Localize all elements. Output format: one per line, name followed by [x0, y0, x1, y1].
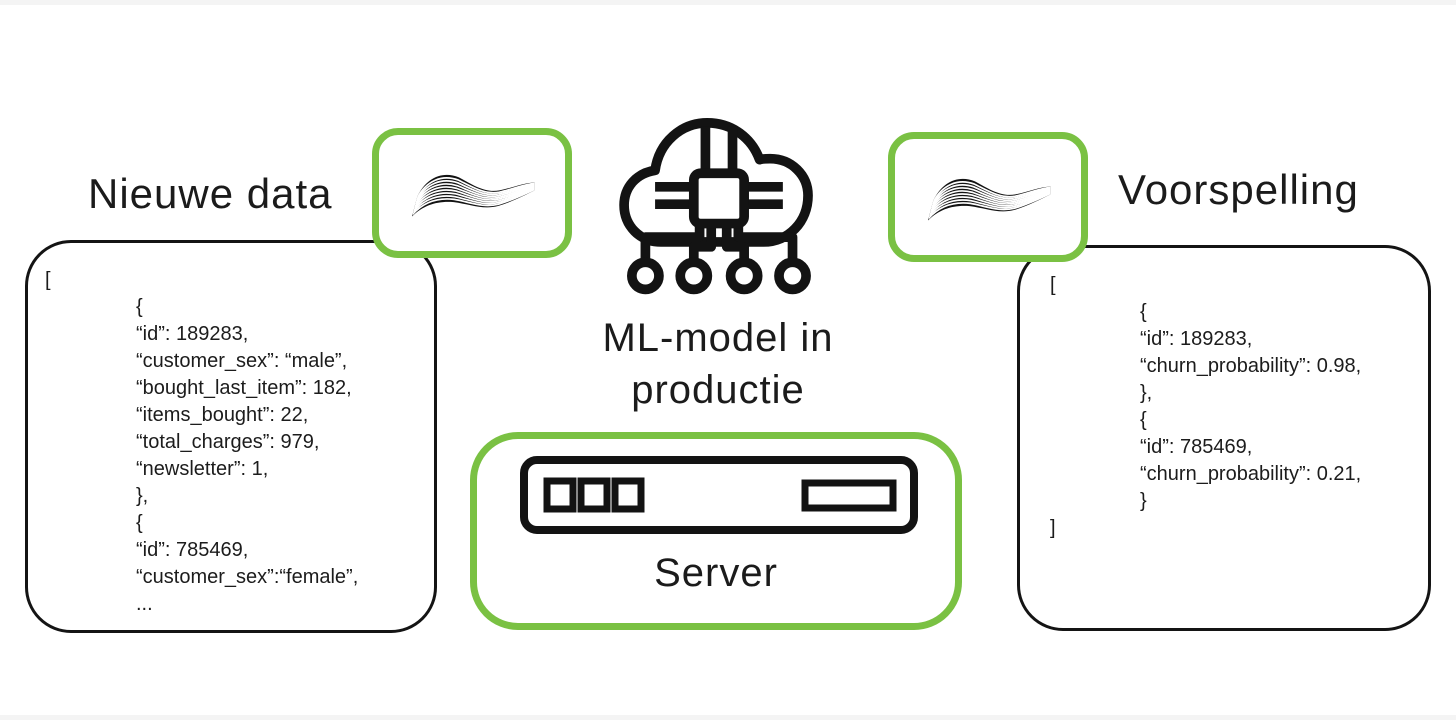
ml-model-label: ML-model in productie: [568, 312, 868, 416]
code-line: {: [1140, 409, 1147, 431]
code-line: {: [136, 512, 143, 534]
code-line: “customer_sex”:“female”,: [136, 566, 359, 588]
page-edge-bottom: [0, 715, 1456, 720]
right-data-flow-box: [888, 132, 1088, 262]
code-line: “id”: 189283,: [136, 323, 249, 345]
server-led-square: [543, 477, 577, 513]
code-line: {: [1140, 301, 1147, 323]
server-label: Server: [654, 551, 778, 595]
code-line: },: [1140, 382, 1153, 404]
code-line: ]: [1050, 517, 1056, 539]
code-line: “id”: 189283,: [1140, 328, 1253, 350]
left-data-flow-box: [372, 128, 572, 258]
code-line: [: [1050, 274, 1056, 296]
code-line: “bought_last_item”: 182,: [136, 377, 352, 399]
left-json-code: [ { “id”: 189283, “customer_sex”: “male”…: [28, 267, 434, 618]
left-panel-label: Nieuwe data: [88, 170, 333, 217]
page-edge-top: [0, 0, 1456, 5]
right-panel-label: Voorspelling: [1118, 166, 1359, 213]
server-led-square: [577, 477, 611, 513]
cloud-chip-icon: [619, 118, 813, 295]
code-line: “churn_probability”: 0.98,: [1140, 355, 1362, 377]
code-line: “id”: 785469,: [136, 539, 249, 561]
data-wave-icon: [412, 174, 535, 217]
server-rack-icon: [520, 456, 918, 534]
ml-model-label-line2: productie: [631, 368, 805, 412]
code-line: “total_charges”: 979,: [136, 431, 320, 453]
code-line: },: [136, 485, 149, 507]
right-json-code: [ { “id”: 189283, “churn_probability”: 0…: [1020, 272, 1428, 542]
right-json-box: [ { “id”: 189283, “churn_probability”: 0…: [1017, 245, 1431, 631]
code-line: }: [1140, 490, 1147, 512]
server-drive-slot: [801, 479, 897, 512]
code-line: “newsletter”: 1,: [136, 458, 269, 480]
code-line: [: [45, 269, 51, 291]
code-line: “customer_sex”: “male”,: [136, 350, 348, 372]
code-line: “items_bought”: 22,: [136, 404, 309, 426]
code-line: “id”: 785469,: [1140, 436, 1253, 458]
code-line: “churn_probability”: 0.21,: [1140, 463, 1362, 485]
code-line: {: [136, 296, 143, 318]
data-wave-icon: [928, 178, 1051, 221]
server-box: Server: [470, 432, 962, 630]
server-led-square: [611, 477, 645, 513]
ml-cloud-chip-icon: [597, 84, 839, 307]
left-json-box: [ { “id”: 189283, “customer_sex”: “male”…: [25, 240, 437, 633]
ml-model-label-line1: ML-model in: [602, 316, 834, 360]
code-line: ...: [136, 593, 153, 615]
